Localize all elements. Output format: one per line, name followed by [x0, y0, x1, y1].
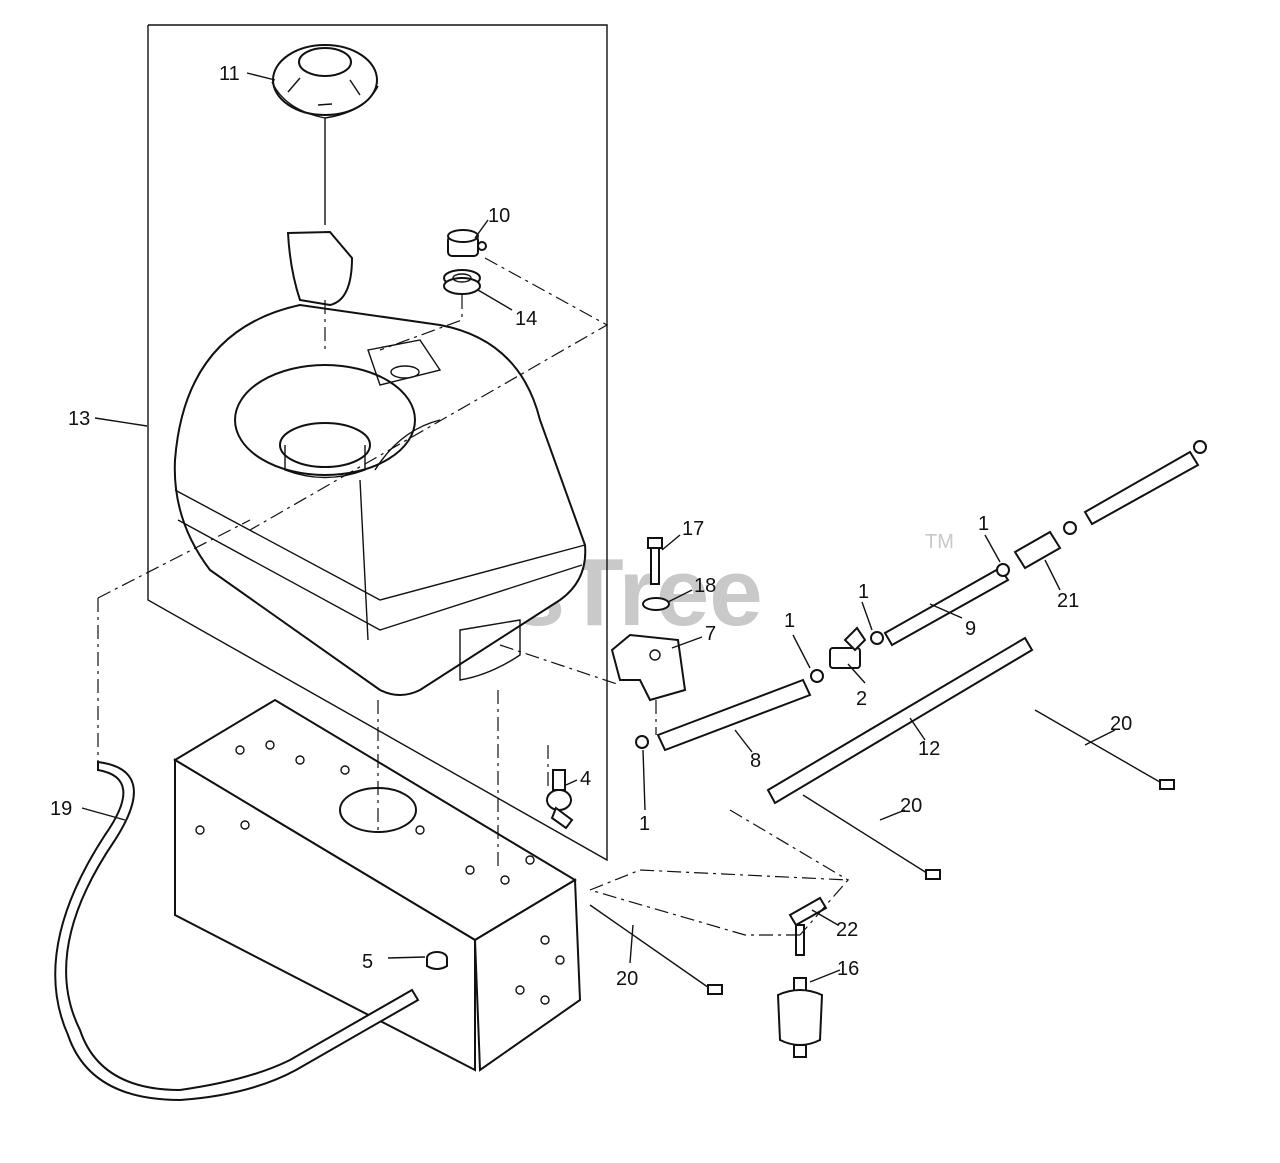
callout-5: 5 [362, 951, 373, 973]
callout-1-fitting: 1 [639, 813, 650, 835]
cable-tie-1[interactable] [589, 904, 723, 995]
callout-7: 7 [705, 623, 716, 645]
fuel-hose-filter[interactable] [883, 566, 1010, 647]
callout-17: 17 [682, 518, 704, 540]
vent-hose[interactable] [54, 760, 420, 1102]
tank-assembly-frame [147, 24, 608, 862]
tank-outlet-fitting[interactable] [546, 769, 574, 830]
callout-20-middle: 20 [900, 795, 922, 817]
fuel-cap[interactable] [271, 44, 379, 119]
hose-clamps[interactable] [635, 440, 1207, 749]
callout-8: 8 [750, 750, 761, 772]
watermark-trademark: TM [925, 531, 954, 553]
callout-21: 21 [1057, 590, 1079, 612]
callout-11: 11 [219, 63, 240, 85]
callout-18: 18 [694, 575, 716, 597]
fuel-shutoff-valve[interactable] [829, 626, 867, 669]
callout-12: 12 [918, 738, 940, 760]
vent-valve[interactable] [447, 229, 487, 257]
tee-fitting[interactable] [788, 896, 828, 956]
callout-1-valve-right: 1 [858, 581, 869, 603]
fuel-hose-return[interactable] [766, 636, 1034, 805]
inline-fuel-filter[interactable] [1013, 530, 1062, 570]
washer[interactable] [642, 597, 670, 611]
callout-22: 22 [836, 919, 858, 941]
callout-1-filter: 1 [978, 513, 989, 535]
cable-tie-2[interactable] [802, 794, 941, 880]
callout-2: 2 [856, 688, 867, 710]
callout-labels: 11 10 14 13 17 18 7 4 1 1 1 1 2 9 21 8 1… [50, 63, 1132, 990]
fuel-hose-main[interactable] [656, 678, 812, 752]
bolt[interactable] [647, 537, 663, 585]
cap-retainer-ring [286, 230, 354, 307]
callout-20-left: 20 [616, 968, 638, 990]
leader-lines [81, 72, 1116, 983]
callout-10: 10 [488, 205, 510, 227]
fuel-tank[interactable] [173, 303, 587, 696]
callout-16: 16 [837, 958, 859, 980]
tank-mount-bracket[interactable] [610, 633, 687, 702]
nut[interactable] [426, 951, 448, 970]
alignment-lines [97, 257, 850, 936]
callout-9: 9 [965, 618, 976, 640]
cable-tie-3[interactable] [1034, 709, 1175, 790]
callout-13: 13 [68, 408, 90, 430]
callout-19: 19 [50, 798, 72, 820]
callout-4: 4 [580, 768, 591, 790]
fuel-filter[interactable] [776, 977, 824, 1058]
callout-1-valve-left: 1 [784, 610, 795, 632]
callout-14: 14 [515, 308, 537, 330]
fuel-hose-upper[interactable] [1083, 450, 1200, 526]
callout-20-right: 20 [1110, 713, 1132, 735]
vent-grommet[interactable] [443, 269, 481, 295]
